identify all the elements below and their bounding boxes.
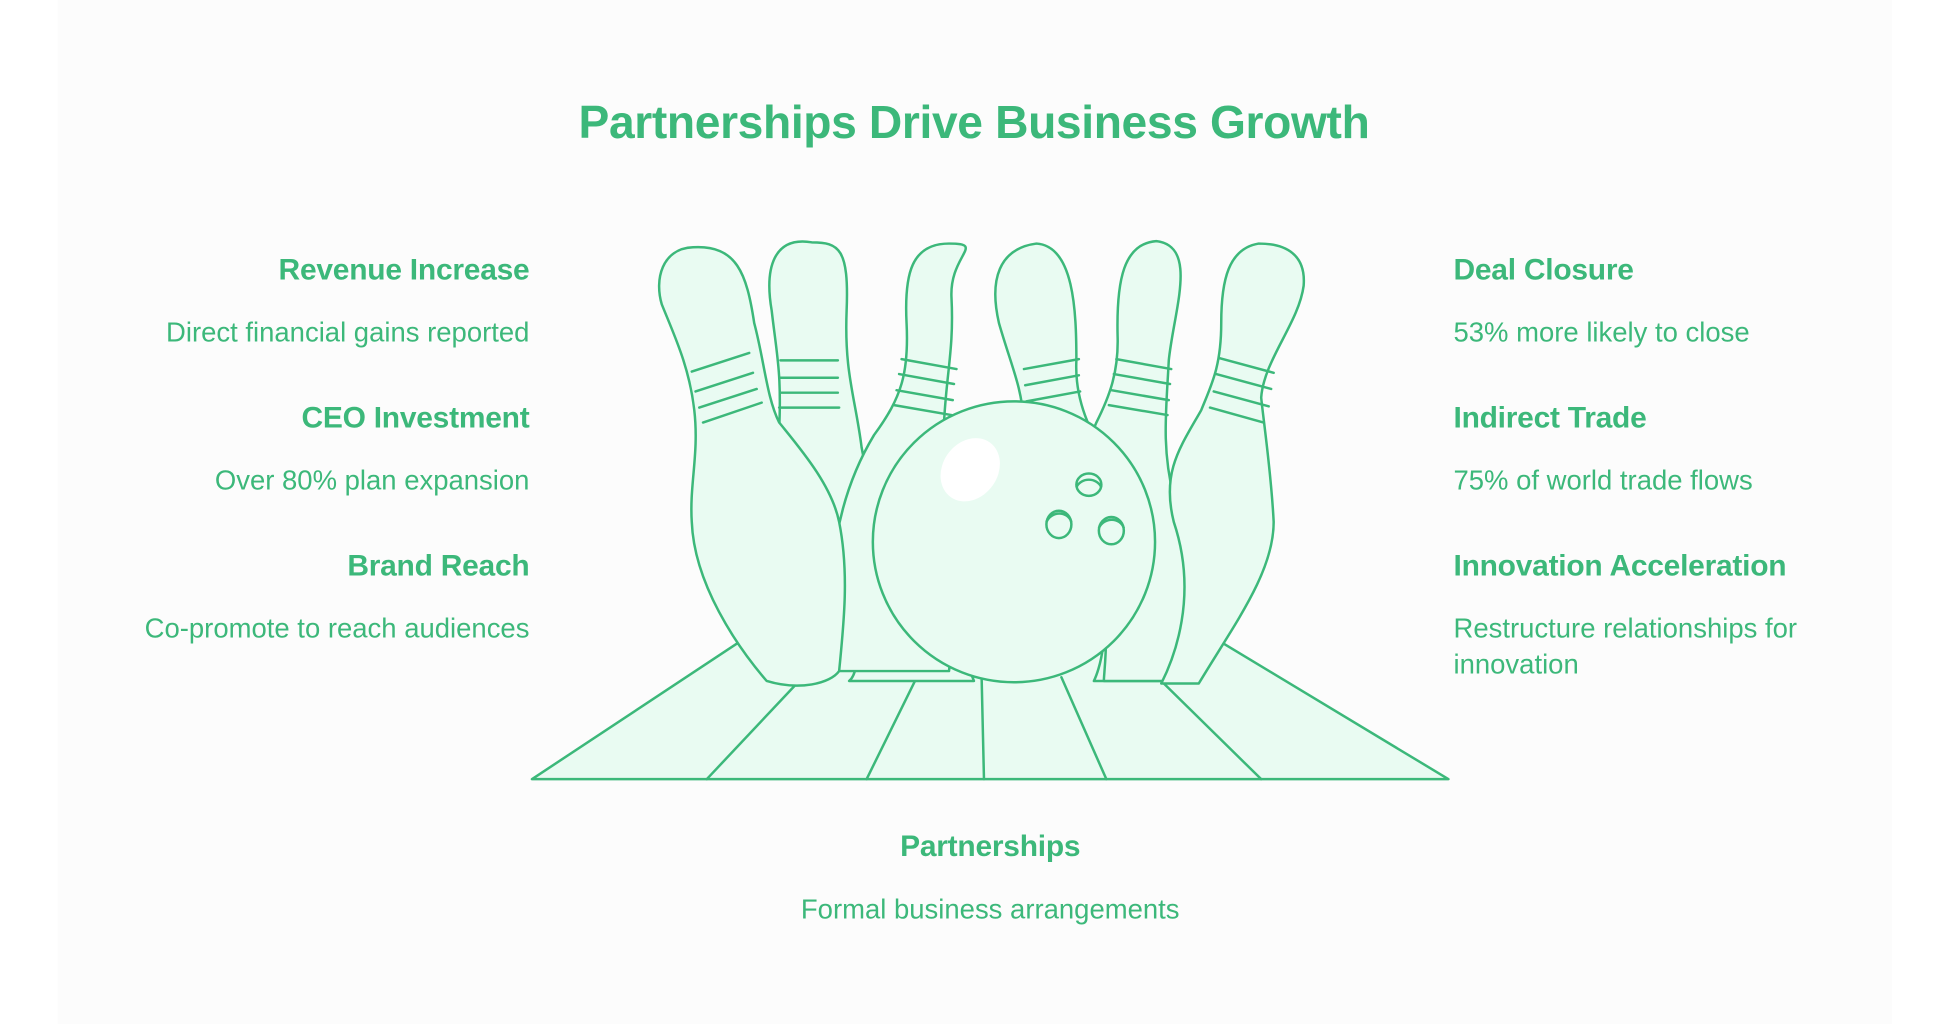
item-ceo-investment: CEO Investment Over 80% plan expansion: [55, 400, 530, 498]
item-description: Co-promote to reach audiences: [144, 612, 530, 644]
pin-1: [657, 246, 847, 687]
item-heading: Brand Reach: [347, 549, 530, 583]
item-heading: Deal Closure: [1453, 253, 1634, 288]
item-heading: Partnerships: [900, 830, 1081, 864]
pin-6: [1160, 242, 1305, 685]
item-innovation-acceleration: Innovation Acceleration Restructure rela…: [1453, 548, 1865, 682]
finger-hole-3: [1097, 515, 1126, 546]
finger-hole-2: [1045, 509, 1073, 540]
item-heading: Innovation Acceleration: [1453, 549, 1787, 583]
item-description: Restructure relationships for innovation: [1453, 612, 1798, 680]
item-description: Over 80% plan expansion: [214, 464, 530, 496]
ball-highlight: [940, 438, 1000, 502]
finger-hole-1: [1075, 472, 1103, 498]
item-brand-reach: Brand Reach Co-promote to reach audience…: [55, 548, 530, 646]
item-description: Formal business arrangements: [800, 893, 1180, 925]
item-description: 75% of world trade flows: [1453, 464, 1753, 496]
page-title: Partnerships Drive Business Growth: [578, 96, 1370, 148]
item-deal-closure: Deal Closure 53% more likely to close: [1453, 252, 1865, 350]
item-indirect-trade: Indirect Trade 75% of world trade flows: [1453, 400, 1865, 498]
item-revenue-increase: Revenue Increase Direct financial gains …: [55, 252, 530, 350]
item-heading: CEO Investment: [301, 401, 530, 435]
item-heading: Indirect Trade: [1453, 401, 1647, 435]
item-description: Direct financial gains reported: [166, 316, 530, 348]
item-heading: Revenue Increase: [278, 253, 530, 288]
item-partnerships: Partnerships Formal business arrangement…: [724, 829, 1256, 927]
item-description: 53% more likely to close: [1453, 316, 1750, 348]
